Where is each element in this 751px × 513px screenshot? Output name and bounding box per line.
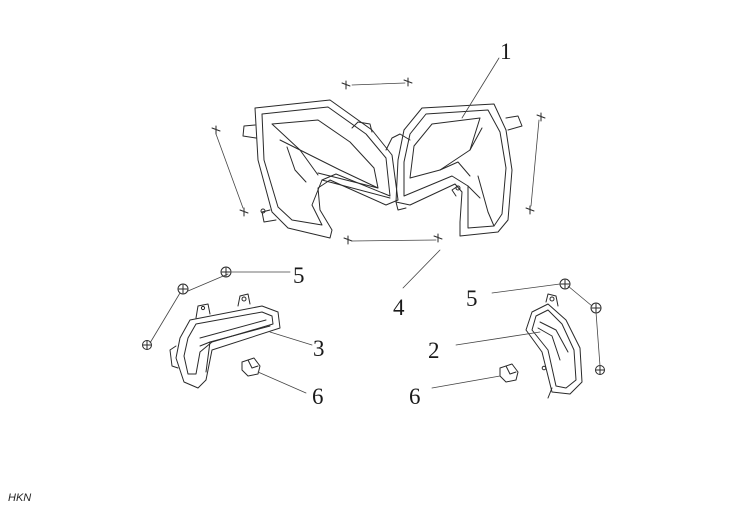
callout-1: 1 — [500, 39, 512, 64]
callout-3: 3 — [313, 336, 325, 361]
callout-2: 2 — [428, 338, 440, 363]
left-turn-signal — [169, 293, 281, 389]
screw-leaders — [215, 82, 540, 242]
headlight-screws — [211, 77, 546, 245]
callout-leaders — [149, 57, 601, 394]
right-turn-signal — [525, 293, 583, 399]
clips — [241, 357, 519, 383]
headlight-assembly — [242, 99, 523, 239]
callout-5-left: 5 — [293, 263, 305, 288]
callout-6-left: 6 — [312, 384, 324, 409]
callout-4: 4 — [393, 295, 405, 320]
turn-signal-screws — [142, 266, 605, 375]
callout-6-right: 6 — [409, 384, 421, 409]
brand-mark: HKN — [8, 492, 32, 504]
callout-5-right: 5 — [466, 286, 478, 311]
